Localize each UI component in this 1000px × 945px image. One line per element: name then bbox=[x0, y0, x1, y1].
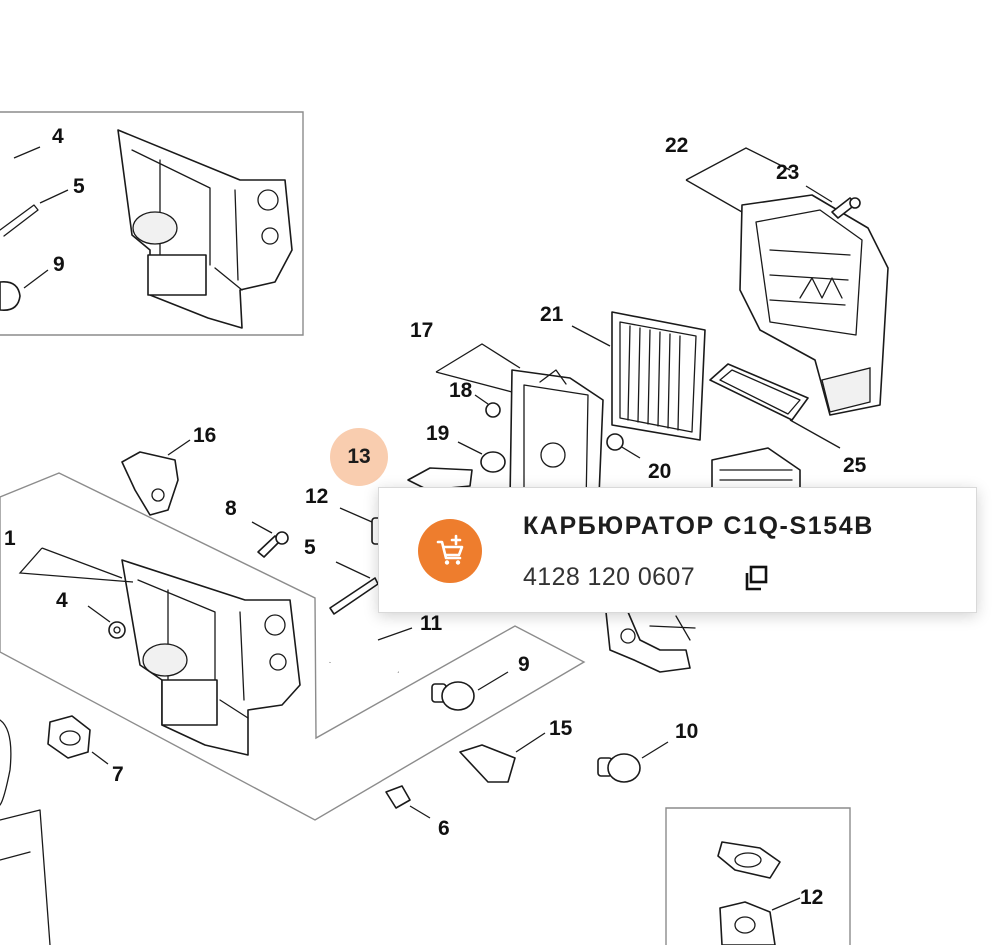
cylinder-fragment bbox=[0, 719, 51, 945]
part-16 bbox=[121, 451, 179, 516]
callout-6[interactable]: 6 bbox=[438, 817, 450, 840]
callout-20[interactable]: 20 bbox=[648, 460, 671, 483]
callout-15[interactable]: 15 bbox=[549, 717, 573, 740]
callout-1[interactable]: 1 bbox=[4, 527, 16, 550]
callout-5-top[interactable]: 5 bbox=[73, 175, 85, 198]
callout-4-top[interactable]: 4 bbox=[52, 125, 64, 148]
callout-9-assembly[interactable]: 9 bbox=[518, 653, 530, 676]
callout-23[interactable]: 23 bbox=[776, 161, 799, 184]
filter-cover bbox=[739, 194, 889, 416]
part-10-primer bbox=[597, 753, 641, 783]
part-title: КАРБЮРАТОР C1Q-S154B bbox=[523, 512, 874, 540]
part-25-tray bbox=[709, 363, 809, 421]
part-6 bbox=[385, 785, 411, 809]
assembly-frame bbox=[0, 472, 586, 821]
copy-part-number-button[interactable] bbox=[741, 564, 771, 594]
part-info-popup: КАРБЮРАТОР C1Q-S154B 4128 120 0607 bbox=[378, 487, 977, 613]
callout-10[interactable]: 10 bbox=[675, 720, 698, 743]
air-filter bbox=[611, 311, 706, 441]
callout-9-top[interactable]: 9 bbox=[53, 253, 65, 276]
part-9-primer bbox=[431, 681, 475, 711]
part-number: 4128 120 0607 bbox=[523, 563, 696, 591]
detail-frame-top-left bbox=[0, 111, 304, 336]
callout-13-hotspot[interactable]: 13 bbox=[330, 428, 388, 486]
callout-4-assembly[interactable]: 4 bbox=[56, 589, 68, 612]
callout-17[interactable]: 17 bbox=[410, 319, 433, 342]
part-7 bbox=[47, 715, 91, 759]
add-to-cart-button[interactable] bbox=[418, 519, 482, 583]
callout-19[interactable]: 19 bbox=[426, 422, 449, 445]
gasket-set bbox=[717, 841, 781, 945]
callout-7[interactable]: 7 bbox=[112, 763, 124, 786]
main-housing bbox=[121, 559, 301, 756]
callout-22[interactable]: 22 bbox=[665, 134, 688, 157]
detail-frame-bottom-right bbox=[665, 807, 851, 945]
callout-25[interactable]: 25 bbox=[843, 454, 867, 477]
add-to-cart-icon bbox=[436, 534, 464, 565]
callout-8[interactable]: 8 bbox=[225, 497, 237, 520]
carburetor bbox=[605, 611, 696, 673]
part-15 bbox=[459, 744, 516, 783]
callout-12-assembly[interactable]: 12 bbox=[305, 485, 328, 508]
top-housing bbox=[117, 129, 293, 329]
callout-12-detail[interactable]: 12 bbox=[800, 886, 823, 909]
callout-18[interactable]: 18 bbox=[449, 379, 473, 402]
callout-16[interactable]: 16 bbox=[193, 424, 216, 447]
copy-icon bbox=[745, 565, 768, 591]
callout-11[interactable]: 11 bbox=[420, 612, 443, 635]
callout-5-assembly[interactable]: 5 bbox=[304, 536, 316, 559]
callout-21[interactable]: 21 bbox=[540, 303, 564, 326]
